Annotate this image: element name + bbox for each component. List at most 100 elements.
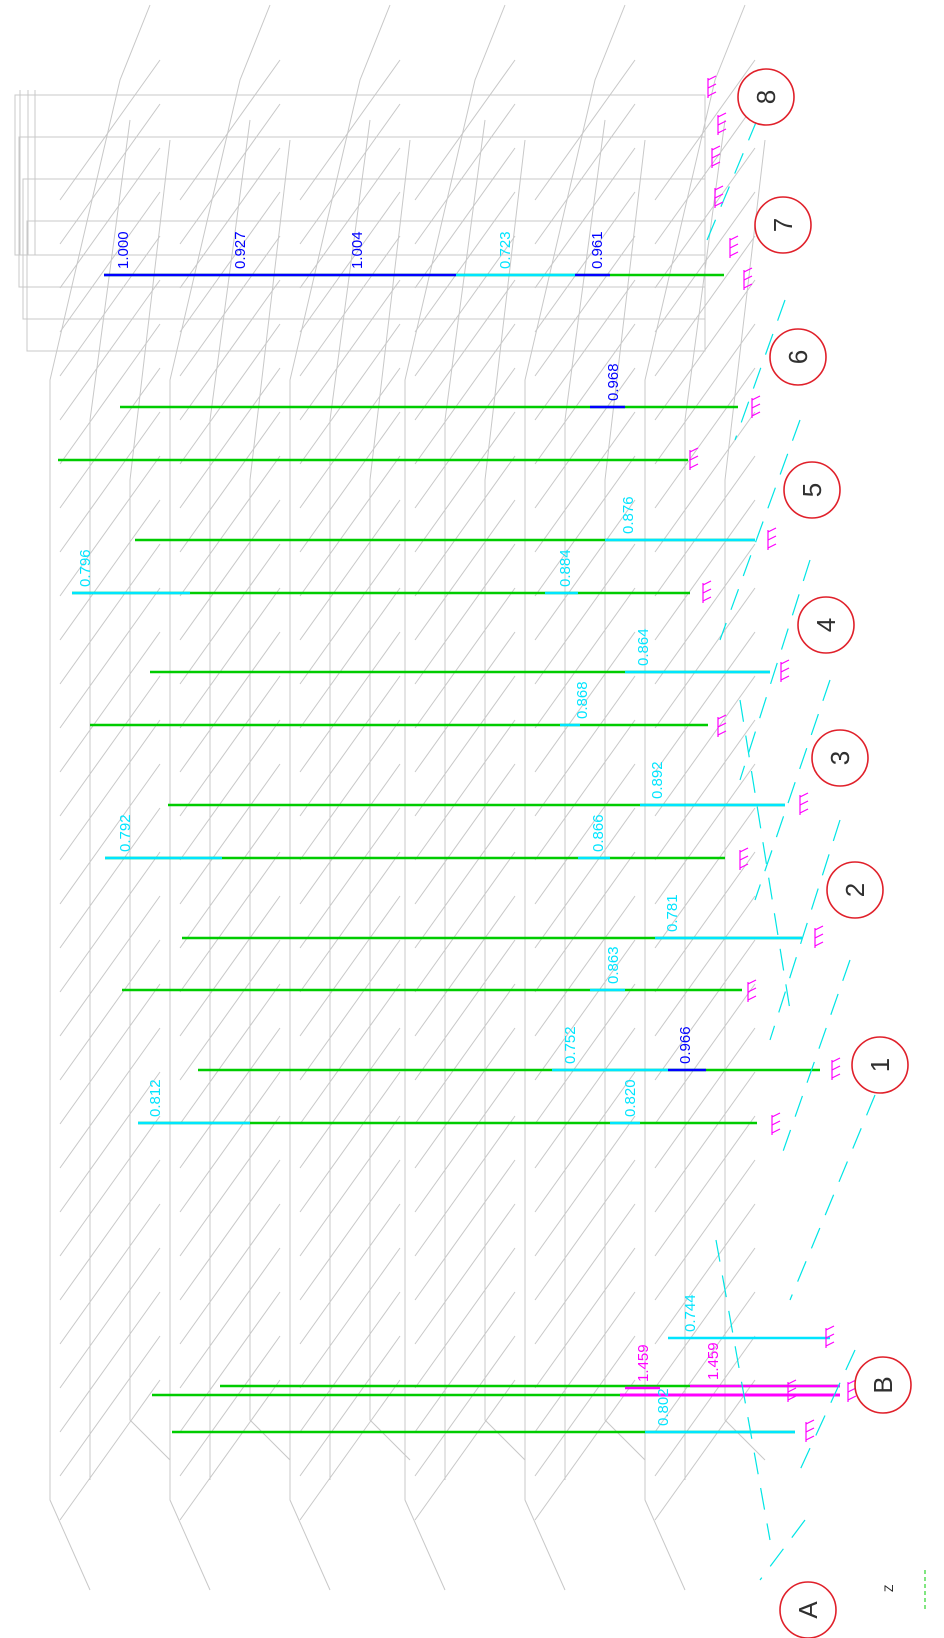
bubble-label: 7 xyxy=(768,218,798,232)
fixed-supports xyxy=(689,75,857,1442)
ratio-label: 1.459 xyxy=(635,1344,652,1382)
ratio-label: 0.802 xyxy=(655,1388,672,1426)
ratio-label: 0.752 xyxy=(562,1026,579,1064)
bubble-label: B xyxy=(868,1376,898,1393)
fixed-support-icon xyxy=(805,1419,815,1442)
floor-slab-5 xyxy=(524,4,646,1591)
ratio-label: 0.723 xyxy=(497,231,514,269)
ratio-label: 0.876 xyxy=(620,496,637,534)
ratio-label: 0.864 xyxy=(635,628,652,666)
fixed-support-icon xyxy=(729,235,739,258)
floor-wireframe xyxy=(14,4,766,1591)
bubble-circle xyxy=(779,1581,837,1638)
ratio-label: 0.820 xyxy=(622,1079,639,1117)
fixed-support-icon xyxy=(787,1379,797,1402)
bubble-circle xyxy=(851,1036,909,1094)
grid-axis-line xyxy=(715,1239,771,1541)
fixed-support-icon xyxy=(702,580,712,603)
grid-bubble-7: 7 xyxy=(754,196,812,254)
grid-axis-line xyxy=(754,679,831,901)
floor-slab-2 xyxy=(169,4,291,1591)
grid-axis-line xyxy=(769,819,841,1041)
grid-bubble-a: A xyxy=(779,1581,837,1638)
floor-slab-4 xyxy=(404,4,526,1591)
grid-bubble-4: 4 xyxy=(797,596,855,654)
grid-axis-line xyxy=(799,1349,856,1471)
fixed-support-icon xyxy=(825,1325,835,1348)
fixed-support-icon xyxy=(714,185,724,208)
bubble-circle xyxy=(769,328,827,386)
grid-bubbles: 8 7 6 5 4 3 2 1B A xyxy=(737,68,912,1638)
ratio-label: 0.796 xyxy=(77,549,94,587)
fixed-support-icon xyxy=(814,925,824,948)
grid-bubble-6: 6 xyxy=(769,328,827,386)
axis-z-label: Z xyxy=(882,1585,896,1592)
ratio-label: 0.812 xyxy=(147,1079,164,1117)
bubble-label: 3 xyxy=(825,751,855,765)
grid-bubble-2: 2 xyxy=(826,861,884,919)
fixed-support-icon xyxy=(831,1057,841,1080)
core-tower xyxy=(14,90,706,352)
fixed-support-icon xyxy=(780,659,790,682)
grid-axis-line xyxy=(734,299,786,441)
ratio-label: 0.781 xyxy=(664,894,681,932)
fixed-support-icon xyxy=(717,112,727,135)
ratio-label: 0.927 xyxy=(232,231,249,269)
ratio-label: 0.792 xyxy=(117,814,134,852)
bubble-circle xyxy=(797,596,855,654)
bubble-label: 6 xyxy=(783,350,813,364)
ratio-label: 1.459 xyxy=(705,1342,722,1380)
fixed-support-icon xyxy=(747,979,757,1002)
ratio-label: 0.866 xyxy=(590,814,607,852)
fixed-support-icon xyxy=(707,75,717,98)
grid-axis-line xyxy=(759,1519,806,1581)
grid-axis-line xyxy=(739,699,791,1011)
fixed-support-icon xyxy=(717,714,727,737)
column-members xyxy=(58,273,840,1434)
fixed-support-icon xyxy=(689,447,699,470)
fixed-support-icon xyxy=(751,395,761,418)
bubble-circle xyxy=(754,196,812,254)
ratio-label: 0.868 xyxy=(574,681,591,719)
grid-axis-line xyxy=(789,1094,876,1301)
grid-axis-line xyxy=(719,419,801,641)
ratio-label: 0.966 xyxy=(677,1026,694,1064)
fixed-support-icon xyxy=(739,847,749,870)
fixed-support-icon xyxy=(767,527,777,550)
bubble-label: A xyxy=(793,1601,823,1619)
bubble-label: 4 xyxy=(811,618,841,632)
ratio-label: 0.961 xyxy=(589,231,606,269)
bubble-circle xyxy=(854,1356,912,1414)
ratio-label: 0.744 xyxy=(682,1294,699,1332)
ratio-labels: 1.000 0.927 1.004 0.723 0.961 0.968 0.876 0.796… xyxy=(77,231,722,1426)
grid-axis-line xyxy=(739,559,811,781)
bubble-circle xyxy=(783,461,841,519)
fixed-support-icon xyxy=(799,792,809,815)
fixed-support-icon xyxy=(743,267,753,290)
fixed-support-icon xyxy=(771,1112,781,1135)
grid-bubble-b: B xyxy=(854,1356,912,1414)
grid-bubble-8: 8 xyxy=(737,68,795,126)
grid-bubble-5: 5 xyxy=(783,461,841,519)
bubble-label: 8 xyxy=(751,90,781,104)
ratio-label: 1.004 xyxy=(349,231,366,269)
ratio-label: 0.884 xyxy=(557,549,574,587)
bubble-circle xyxy=(826,861,884,919)
bubble-circle xyxy=(737,68,795,126)
grid-bubble-3: 3 xyxy=(811,729,869,787)
floor-slab-3 xyxy=(289,4,411,1591)
ratio-label: 0.863 xyxy=(605,946,622,984)
grid-axis-line xyxy=(704,119,758,246)
fixed-support-icon xyxy=(711,145,721,168)
floor-slab-1 xyxy=(49,4,171,1591)
grid-axis-line xyxy=(779,959,851,1161)
grid-bubble-1: 1 xyxy=(851,1036,909,1094)
axis-indicator: Z xyxy=(882,1570,926,1612)
bubble-label: 5 xyxy=(797,483,827,497)
bubble-label: 1 xyxy=(865,1058,895,1072)
ratio-label: 0.968 xyxy=(605,363,622,401)
bubble-label: 2 xyxy=(840,883,870,897)
grid-axis-lines xyxy=(704,119,876,1581)
ratio-label: 1.000 xyxy=(115,231,132,269)
